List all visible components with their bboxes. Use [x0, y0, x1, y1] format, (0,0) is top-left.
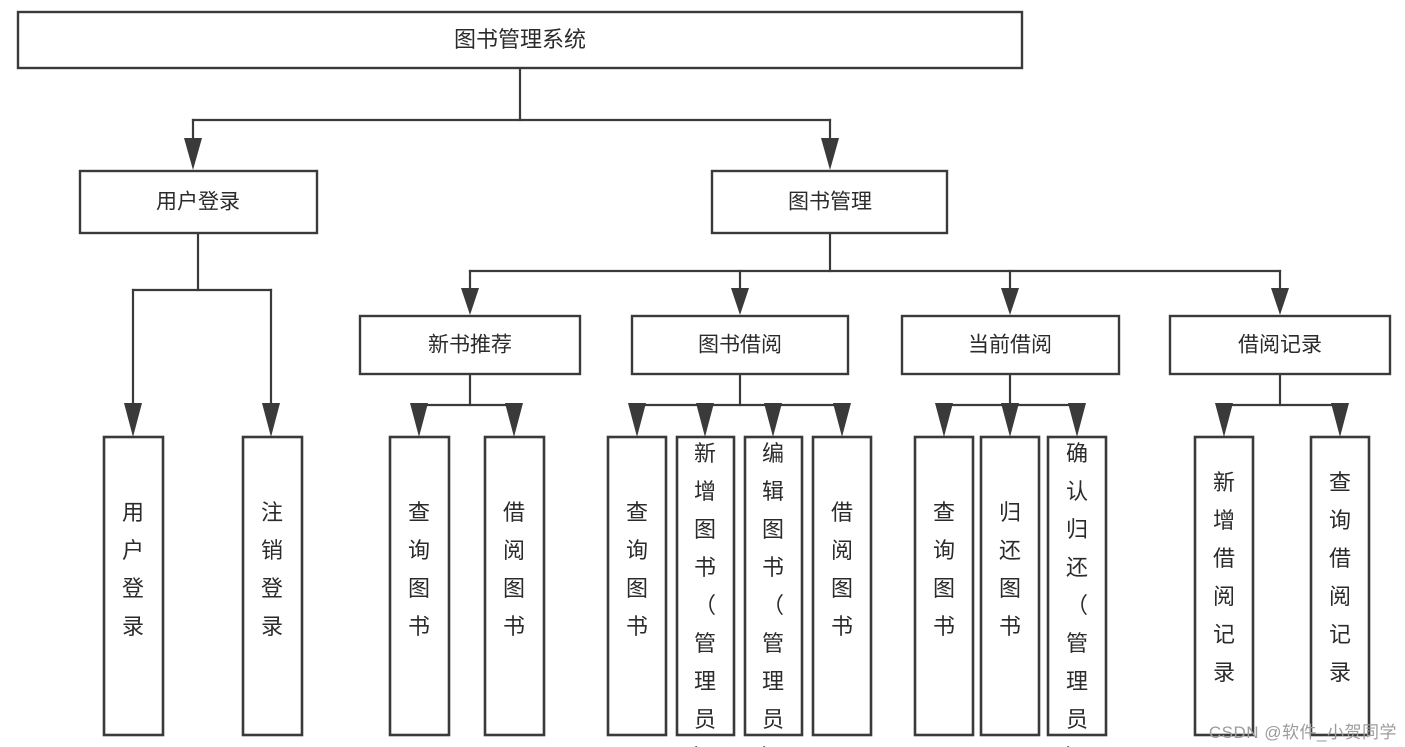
node-book-manage-box[interactable]	[710, 169, 949, 235]
node-root-label: 图书管理系统	[454, 27, 586, 52]
leaf-logout-box[interactable]	[241, 435, 304, 737]
arrow-to-leaf-edit-book	[764, 403, 782, 437]
leaf-borrow-book-recommend-box[interactable]	[483, 435, 546, 737]
arrow-to-leaf-add-record	[1215, 403, 1233, 437]
node-borrow-record[interactable]: 借阅记录	[1168, 314, 1392, 376]
leaf-logout-label: 注销登录	[261, 500, 283, 639]
node-new-book-recommend-label: 新书推荐	[428, 334, 512, 357]
leaf-borrow-book-recommend-label: 借阅图书	[503, 500, 525, 639]
node-current-borrow[interactable]: 当前借阅	[900, 314, 1121, 376]
leaf-borrow-book-recommend[interactable]: 借阅图书	[483, 435, 546, 737]
leaf-query-book-borrow-label: 查询图书	[626, 500, 648, 639]
connectors-borrow-record-to-leaves	[1215, 372, 1349, 437]
leaf-confirm-return-label: 确认归还（管理员）	[1066, 441, 1088, 747]
connectors-new-book-recommend-to-leaves	[410, 372, 523, 437]
node-book-borrow[interactable]: 图书借阅	[630, 314, 850, 376]
leaf-return-book-box[interactable]	[979, 435, 1041, 737]
arrow-to-user-login	[184, 138, 202, 170]
node-new-book-recommend-box[interactable]	[358, 314, 582, 376]
node-book-manage-label: 图书管理	[788, 191, 872, 214]
arrow-to-leaf-add-book	[696, 403, 714, 437]
arrow-to-leaf-return-book	[1001, 403, 1019, 437]
node-new-book-recommend[interactable]: 新书推荐	[358, 314, 582, 376]
leaf-user-login-label: 用户登录	[122, 500, 144, 639]
connectors-current-borrow-to-leaves	[935, 372, 1086, 437]
node-root-box[interactable]	[16, 10, 1024, 70]
node-user-login-box[interactable]	[78, 169, 319, 235]
leaf-edit-book[interactable]: 编辑图书（管理员）	[743, 435, 804, 747]
csdn-watermark: CSDN @软件_小贺同学	[1208, 723, 1397, 742]
node-user-login[interactable]: 用户登录	[78, 169, 319, 235]
arrow-to-leaf-borrow-book-1	[505, 403, 523, 437]
leaf-add-book[interactable]: 新增图书（管理员）	[675, 435, 736, 747]
arrow-to-current-borrow	[1001, 288, 1019, 315]
leaf-query-book-borrow[interactable]: 查询图书	[606, 435, 668, 737]
leaf-query-book-current-label: 查询图书	[933, 500, 955, 639]
connectors-user-login-to-leaves	[124, 231, 280, 437]
arrow-to-borrow-record	[1271, 288, 1289, 315]
leaf-user-login-box[interactable]	[102, 435, 165, 737]
leaf-add-borrow-record-label: 新增借阅记录	[1213, 470, 1235, 685]
connectors-root-to-level1	[184, 66, 839, 170]
arrow-to-book-borrow	[731, 288, 749, 315]
leaf-confirm-return[interactable]: 确认归还（管理员）	[1046, 435, 1108, 747]
leaf-logout[interactable]: 注销登录	[241, 435, 304, 737]
arrow-to-leaf-query-book-1	[410, 403, 428, 437]
node-borrow-record-label: 借阅记录	[1238, 334, 1322, 357]
leaf-add-book-label: 新增图书（管理员）	[694, 441, 716, 747]
arrow-to-book-manage	[821, 138, 839, 170]
node-user-login-label: 用户登录	[156, 191, 240, 214]
leaf-query-book-current[interactable]: 查询图书	[913, 435, 975, 737]
leaf-borrow-book[interactable]: 借阅图书	[811, 435, 873, 737]
arrow-to-leaf-borrow-book-2	[833, 403, 851, 437]
node-current-borrow-label: 当前借阅	[968, 334, 1052, 357]
connectors-book-manage-to-level2	[461, 230, 1289, 315]
leaf-edit-book-label: 编辑图书（管理员）	[762, 441, 784, 747]
leaf-query-borrow-record-label: 查询借阅记录	[1329, 470, 1351, 685]
node-root-system[interactable]: 图书管理系统	[16, 10, 1024, 70]
node-current-borrow-box[interactable]	[900, 314, 1121, 376]
leaf-query-book-recommend-label: 查询图书	[408, 500, 430, 639]
leaf-add-borrow-record-box[interactable]	[1193, 435, 1255, 737]
arrow-to-leaf-logout	[262, 403, 280, 437]
leaf-return-book[interactable]: 归还图书	[979, 435, 1041, 737]
leaf-query-book-current-box[interactable]	[913, 435, 975, 737]
leaf-query-borrow-record[interactable]: 查询借阅记录	[1309, 435, 1371, 737]
leaf-query-book-recommend[interactable]: 查询图书	[388, 435, 451, 737]
leaf-edit-book-box[interactable]	[743, 435, 804, 737]
connectors-book-borrow-to-leaves	[628, 372, 851, 437]
node-book-borrow-label: 图书借阅	[698, 334, 782, 357]
leaf-return-book-label: 归还图书	[999, 500, 1021, 639]
arrow-to-leaf-query-book-3	[935, 403, 953, 437]
leaf-query-borrow-record-box[interactable]	[1309, 435, 1371, 737]
leaf-user-login[interactable]: 用户登录	[102, 435, 165, 737]
arrow-to-leaf-confirm-return	[1068, 403, 1086, 437]
leaf-query-book-recommend-box[interactable]	[388, 435, 451, 737]
leaf-borrow-book-label: 借阅图书	[831, 500, 853, 639]
leaf-add-borrow-record[interactable]: 新增借阅记录	[1193, 435, 1255, 737]
arrow-to-leaf-query-record	[1331, 403, 1349, 437]
node-borrow-record-box[interactable]	[1168, 314, 1392, 376]
leaf-add-book-box[interactable]	[675, 435, 736, 737]
leaf-query-book-borrow-box[interactable]	[606, 435, 668, 737]
node-book-borrow-box[interactable]	[630, 314, 850, 376]
arrow-to-leaf-user-login	[124, 403, 142, 437]
arrow-to-new-book-recommend	[461, 288, 479, 315]
leaf-confirm-return-box[interactable]	[1046, 435, 1108, 737]
arrow-to-leaf-query-book-2	[628, 403, 646, 437]
node-book-manage[interactable]: 图书管理	[710, 169, 949, 235]
leaf-borrow-book-box[interactable]	[811, 435, 873, 737]
